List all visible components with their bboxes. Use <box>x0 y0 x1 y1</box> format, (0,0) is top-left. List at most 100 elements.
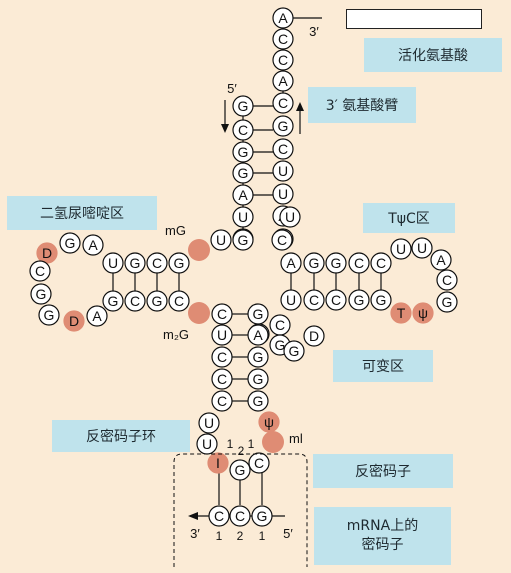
anticodon-modified-label: ml <box>289 431 303 446</box>
anticodon-number: 1 <box>227 437 234 451</box>
acceptor-3prime-base: U <box>272 183 294 205</box>
t-arm-top-base: A <box>280 252 302 274</box>
mrna-number: 2 <box>237 529 244 543</box>
t-loop-base-letter: G <box>442 294 453 310</box>
d-arm-top-base-letter: C <box>152 255 162 271</box>
d-arm-modified-label: mG <box>165 223 186 238</box>
acceptor-5prime-base-letter: C <box>238 122 248 138</box>
acceptor-3prime-base-letter: U <box>278 163 288 179</box>
anticodon-modified-base <box>262 431 284 453</box>
anticodon-right-base-letter: G <box>253 393 264 409</box>
t-loop-base: C <box>436 269 458 291</box>
anticodon-number: 1 <box>248 437 255 451</box>
anticodon-loop-base: ψ <box>258 411 280 433</box>
acceptor-5prime-base-letter: G <box>238 98 249 114</box>
t-arm-top-base-letter: G <box>331 255 342 271</box>
anticodon-loop-base: U <box>196 433 218 455</box>
variable-loop-base-letter: C <box>275 317 285 333</box>
variable-loop-base: D <box>303 325 325 347</box>
label-mrna-codon-line2: 密码子 <box>361 537 404 553</box>
anticodon-right-base: G <box>247 390 269 412</box>
anticodon-loop-base-letter: U <box>202 436 212 452</box>
anticodon-left-base: C <box>211 346 233 368</box>
acceptor-5prime-base-letter: G <box>238 144 249 160</box>
acceptor-5prime-label: 5′ <box>227 81 237 96</box>
t-arm-bottom-base-letter: G <box>354 292 365 308</box>
d-arm-modified-base <box>188 239 210 261</box>
d-loop-base: C <box>29 260 51 282</box>
variable-modified-base <box>188 302 210 324</box>
anticodon-left-base: C <box>211 390 233 412</box>
arrow-left-icon <box>188 512 198 520</box>
acceptor-tail-base: A <box>272 70 294 92</box>
d-loop-base: G <box>38 304 60 326</box>
mrna-codon-base: C <box>208 505 230 527</box>
junction-base: U <box>279 206 301 228</box>
d-arm-top-base: G <box>168 252 190 274</box>
acceptor-3prime-base: G <box>272 115 294 137</box>
acceptor-5prime-base-letter: A <box>238 187 248 203</box>
anticodon-left-base: U <box>211 324 233 346</box>
t-arm-bottom-base: C <box>303 289 325 311</box>
answer-box <box>346 9 482 29</box>
t-loop-base: G <box>436 291 458 313</box>
t-arm-bottom-base: G <box>370 289 392 311</box>
anticodon-base: I <box>207 452 229 474</box>
d-arm-bottom-base-letter: G <box>152 293 163 309</box>
anticodon-left-base-letter: U <box>217 327 227 343</box>
d-loop-base-letter: D <box>42 245 52 261</box>
acceptor-3prime-base-letter: G <box>278 118 289 134</box>
label-anticodon-loop: 反密码子环 <box>52 420 190 452</box>
junction-base-letter: U <box>285 209 295 225</box>
anticodon-right-base-letter: G <box>253 349 264 365</box>
label-t-loop: TψC区 <box>363 203 455 233</box>
junction-base-letter: U <box>216 232 226 248</box>
d-arm-bottom-base: G <box>102 290 124 312</box>
t-arm-bottom-base: G <box>348 289 370 311</box>
t-loop-base-letter: U <box>417 240 427 256</box>
anticodon-base-letter: G <box>235 462 246 478</box>
anticodon-left-base: C <box>211 368 233 390</box>
d-loop-base-letter: A <box>88 237 98 253</box>
mrna-5prime-label: 5′ <box>283 526 293 541</box>
label-d-loop: 二氢尿嘧啶区 <box>7 196 157 230</box>
t-loop-base: T <box>390 302 412 324</box>
anticodon-right-base: G <box>247 303 269 325</box>
t-loop-base-letter: U <box>396 241 406 257</box>
acceptor-tail-base-letter: A <box>278 73 288 89</box>
anticodon-left-base-letter: C <box>217 393 227 409</box>
arrow-up-icon <box>296 102 304 111</box>
t-loop-base: ψ <box>412 302 434 324</box>
variable-loop-base-letter: D <box>309 328 319 344</box>
mrna-codon-base-letter: C <box>214 508 224 524</box>
acceptor-tail-base-letter: C <box>278 31 288 47</box>
acceptor-3prime-base-letter: C <box>278 141 288 157</box>
anticodon-base-letter: C <box>254 455 264 471</box>
anticodon-right-base: G <box>247 368 269 390</box>
t-arm-bottom-base-letter: C <box>331 292 341 308</box>
anticodon-loop-base-letter: U <box>204 415 214 431</box>
acceptor-3prime-base-letter: U <box>278 186 288 202</box>
acceptor-tail-base: A <box>272 7 294 29</box>
t-arm-top-base: G <box>303 252 325 274</box>
acceptor-tail-base: C <box>272 49 294 71</box>
t-arm-bottom-base-letter: U <box>286 292 296 308</box>
label-anticodon: 反密码子 <box>313 454 453 488</box>
d-loop-base-letter: G <box>36 286 47 302</box>
d-loop-base-letter: G <box>44 307 55 323</box>
variable-modified-label: m₂G <box>163 327 189 342</box>
anticodon-base: C <box>248 452 270 474</box>
d-arm-bottom-base-letter: C <box>174 293 184 309</box>
acceptor-tail-base: C <box>272 28 294 50</box>
label-mrna-codon-line1: mRNA上的 <box>346 518 419 534</box>
d-loop-base-letter: G <box>65 235 76 251</box>
acceptor-5prime-base: C <box>232 119 254 141</box>
mrna-number: 1 <box>216 529 223 543</box>
ribosome-site-dashed-box <box>173 453 308 567</box>
d-arm-top-base: C <box>146 252 168 274</box>
acceptor-3prime-base-letter: C <box>278 95 288 111</box>
t-arm-top-base-letter: A <box>286 255 296 271</box>
anticodon-base: G <box>229 459 251 481</box>
d-arm-bottom-base-letter: G <box>108 293 119 309</box>
